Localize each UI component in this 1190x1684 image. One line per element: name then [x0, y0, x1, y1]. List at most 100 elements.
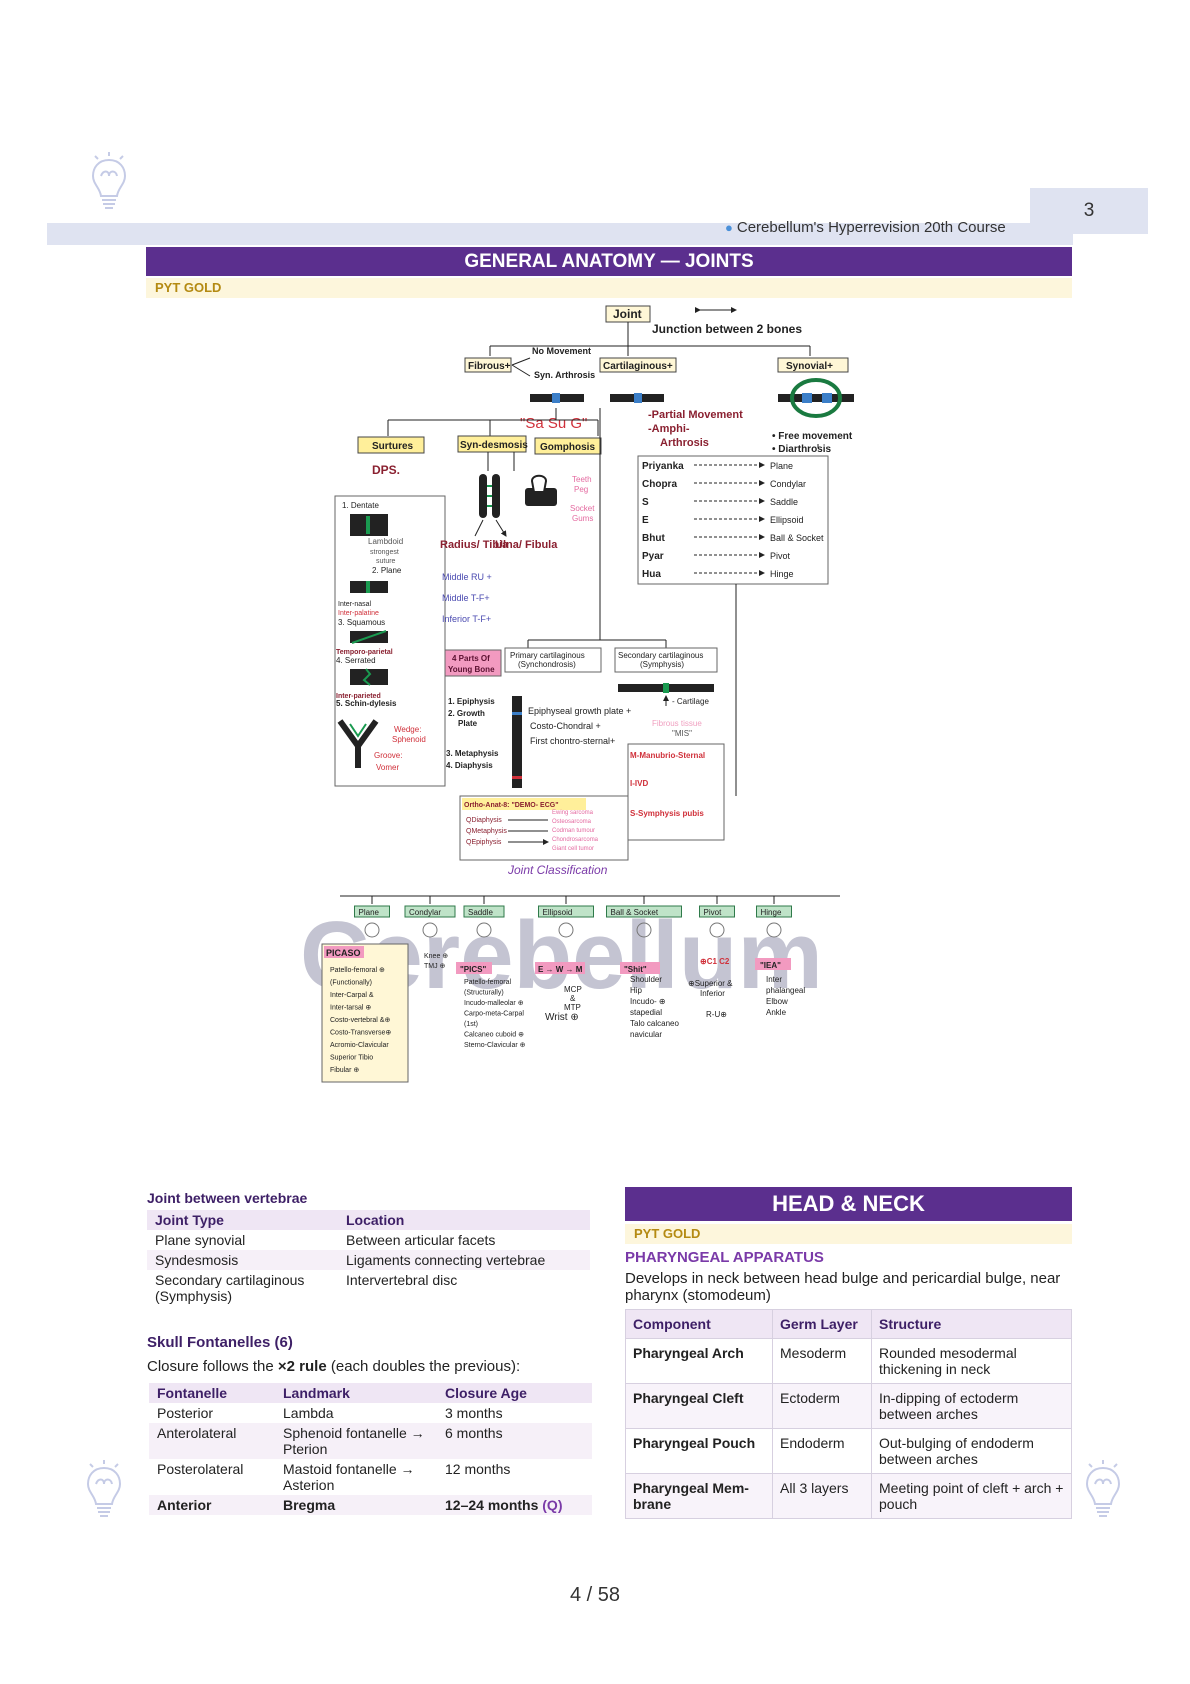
- iea-label: "IEA": [760, 961, 781, 970]
- mtp-label: MTP: [564, 1003, 581, 1012]
- header-band: [47, 223, 1073, 245]
- table-cell: Anterolateral: [149, 1423, 275, 1459]
- fontanelles-table: Fontanelle Landmark Closure Age Posterio…: [149, 1383, 592, 1515]
- list-item: Fibular ⊕: [330, 1067, 359, 1074]
- table-cell: Bregma: [275, 1495, 437, 1515]
- inferior-label: Inferior: [700, 989, 725, 998]
- joint-shape-icon: [709, 922, 725, 938]
- class-label: Pivot: [704, 908, 723, 917]
- mcp-label: MCP: [564, 985, 582, 994]
- pharyngeal-table: Component Germ Layer Structure Pharyngea…: [625, 1309, 1072, 1519]
- epiphysis-label: 1. Epiphysis: [448, 697, 495, 706]
- pharyngeal-col-component: Component: [625, 1309, 773, 1339]
- table-cell: 6 months: [437, 1423, 592, 1459]
- joint-shape-icon: [766, 922, 782, 938]
- mnemonic-left: Chopra: [642, 479, 677, 490]
- table-cell: Meeting point of cleft + arch + pouch: [871, 1473, 1072, 1519]
- joint-shape-icon: [558, 922, 574, 938]
- junction-label: Junction between 2 bones: [652, 322, 802, 336]
- table-cell: Ligaments connecting vertebrae: [338, 1250, 590, 1270]
- sa-su-g-mnemonic: "Sa Su G": [520, 415, 587, 432]
- four-parts-label: 4 Parts Of: [452, 654, 490, 663]
- vertebrae-header-row: Joint Type Location: [147, 1210, 590, 1230]
- mis-label: "MIS": [672, 729, 692, 738]
- list-item: Incudo-malleolar ⊕: [464, 1000, 524, 1007]
- pharyngeal-col-germ-layer: Germ Layer: [772, 1309, 872, 1339]
- fontanelles-header-row: Fontanelle Landmark Closure Age: [149, 1383, 592, 1403]
- inter-palatine-label: Inter-palatine: [338, 610, 379, 617]
- list-item: navicular: [630, 1030, 662, 1039]
- list-item: Inter-tarsal ⊕: [330, 1005, 371, 1012]
- table-cell: Sphenoid fontanelle → Pterion: [275, 1423, 437, 1459]
- table-row: Secondary cartilaginous (Symphysis)Inter…: [147, 1270, 590, 1306]
- fontanelles-intro-pre: Closure follows the: [147, 1358, 278, 1375]
- head-neck-pyt-tag: PYT GOLD: [625, 1224, 1072, 1244]
- gums-label: Gums: [572, 514, 593, 523]
- list-item: Superior Tibio: [330, 1055, 373, 1062]
- picaso-label: PICASO: [326, 948, 361, 958]
- table-cell: Posterolateral: [157, 1461, 244, 1477]
- syndesmosis-box: Syn-desmosis: [460, 440, 528, 451]
- inter-parieted-label: Inter-parieted: [336, 693, 381, 700]
- list-item: (Structurally): [464, 990, 504, 997]
- list-item: Incudo- ⊕: [630, 997, 666, 1006]
- vomer-label: Vomer: [376, 763, 399, 772]
- tmj-label: TMJ ⊕: [424, 963, 446, 970]
- mnemonic-right: Ball & Socket: [770, 533, 824, 543]
- table-cell: Rounded mesodermal thickening in neck: [871, 1338, 1072, 1384]
- vertebrae-title: Joint between vertebrae: [147, 1190, 308, 1206]
- mnemonic-right: Saddle: [770, 497, 798, 507]
- ewing-label: Ewing sarcoma: [552, 810, 594, 816]
- inferior-tf-label: Inferior T-F+: [442, 614, 491, 624]
- lightbulb-brain-icon: [84, 1460, 124, 1522]
- mnemonic-left: E: [642, 515, 649, 526]
- table-cell: Pharyngeal Pouch: [625, 1428, 773, 1474]
- sutures-box: Surtures: [372, 441, 414, 452]
- question-badge: (Q): [542, 1497, 563, 1513]
- class-label: Condylar: [409, 908, 441, 917]
- fontanelles-title: Skull Fontanelles (6): [147, 1334, 293, 1351]
- pharyngeal-intro: Develops in neck between head bulge and …: [625, 1270, 1061, 1304]
- cartilaginous-box: Cartilaginous+: [603, 361, 673, 372]
- arthrosis-label: Arthrosis: [660, 437, 709, 449]
- class-box: [404, 905, 456, 918]
- class-box: [699, 905, 735, 918]
- fontanelles-count: (6): [274, 1334, 293, 1351]
- list-item: Patello-femoral: [464, 979, 512, 986]
- list-item: Inter-Carpal &: [330, 992, 374, 999]
- table-cell: Between articular facets: [346, 1232, 496, 1248]
- joint-classification-label: Joint Classification: [507, 863, 608, 877]
- dps-mnemonic: DPS.: [372, 463, 400, 477]
- mnemonic-right: Plane: [770, 461, 793, 471]
- fontanelles-intro: Closure follows the ×2 rule (each double…: [147, 1358, 520, 1375]
- osteosarcoma-label: Osteosarcoma: [552, 819, 592, 825]
- class-label: Saddle: [468, 908, 493, 917]
- secondary-cart-label: Secondary cartilaginous: [618, 651, 703, 660]
- lightbulb-brain-icon: [1083, 1460, 1123, 1522]
- table-cell: Intervertebral disc: [346, 1272, 458, 1288]
- suture-dentate: 1. Dentate: [342, 501, 379, 510]
- costo-chondral-label: Costo-Chondral +: [530, 721, 601, 731]
- q-metaphysis: QMetaphysis: [466, 828, 507, 835]
- c1c2-label: ⊕C1 C2: [700, 957, 730, 966]
- symphysis-label: (Symphysis): [640, 660, 684, 669]
- mnemonic-left: Bhut: [642, 533, 665, 544]
- symphysis-pubis-label: S-Symphysis pubis: [630, 809, 704, 818]
- pharyngeal-col-structure: Structure: [871, 1309, 1072, 1339]
- class-label: Plane: [359, 908, 380, 917]
- growth-label: 2. Growth: [448, 709, 485, 718]
- list-item: Elbow: [766, 997, 788, 1006]
- table-cell: Lambda: [283, 1405, 334, 1421]
- location-pin-icon: ●: [725, 220, 733, 235]
- list-item: phalangeal: [766, 986, 805, 995]
- table-cell: Posterior: [157, 1405, 214, 1421]
- list-item: (Functionally): [330, 980, 372, 987]
- partial-movement-label: -Partial Movement: [648, 409, 743, 421]
